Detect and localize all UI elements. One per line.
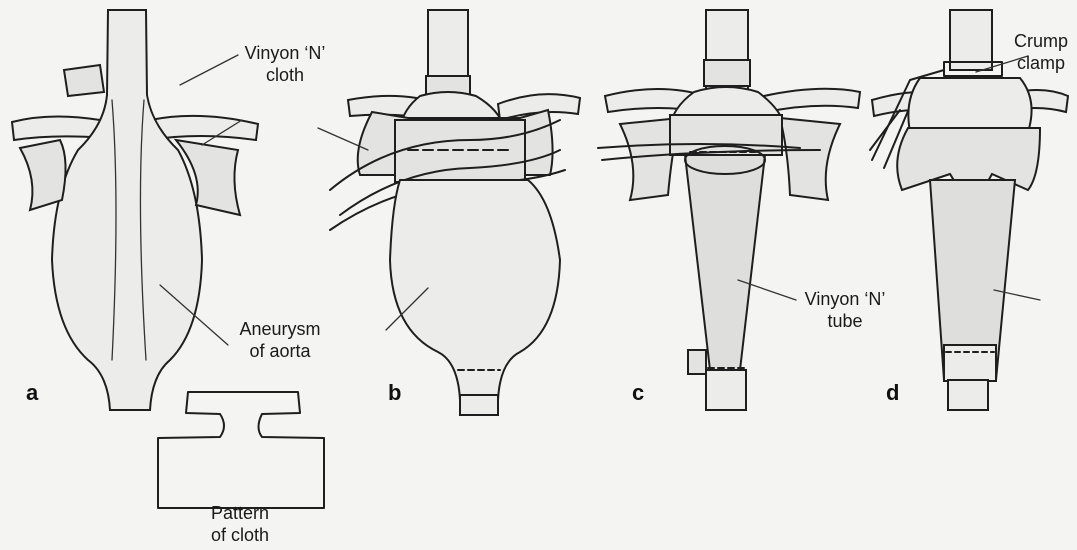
panel-c-drawing	[598, 10, 860, 410]
panel-label-d: d	[886, 380, 899, 406]
label-vinyon-tube-line2: tube	[790, 310, 900, 332]
label-vinyon-tube: Vinyon ‘N’ tube	[790, 288, 900, 332]
vinyon-tube-c	[685, 155, 765, 370]
panel-label-c: c	[632, 380, 644, 406]
aneurysm-b	[390, 180, 560, 400]
label-pattern-of-cloth: Pattern of cloth	[190, 502, 290, 546]
label-crump-line1: Crump	[1006, 30, 1076, 52]
cloth-piece-left	[20, 140, 66, 210]
cloth-piece-top	[64, 65, 104, 96]
label-vinyon-cloth-line1: Vinyon ‘N’	[230, 42, 340, 64]
label-pattern-line2: of cloth	[190, 524, 290, 546]
panel-label-b: b	[388, 380, 401, 406]
label-crump-clamp: Crump clamp	[1006, 30, 1076, 74]
label-vinyon-tube-line1: Vinyon ‘N’	[790, 288, 900, 310]
label-aneurysm-line2: of aorta	[230, 340, 330, 362]
label-aneurysm-line1: Aneurysm	[230, 318, 330, 340]
label-aneurysm: Aneurysm of aorta	[230, 318, 330, 362]
panel-label-a: a	[26, 380, 38, 406]
label-vinyon-cloth: Vinyon ‘N’ cloth	[230, 42, 340, 86]
panel-b-drawing	[318, 10, 580, 415]
label-crump-line2: clamp	[1006, 52, 1076, 74]
label-pattern-line1: Pattern	[190, 502, 290, 524]
cloth-pattern-shape	[158, 392, 324, 508]
label-vinyon-cloth-line2: cloth	[230, 64, 340, 86]
